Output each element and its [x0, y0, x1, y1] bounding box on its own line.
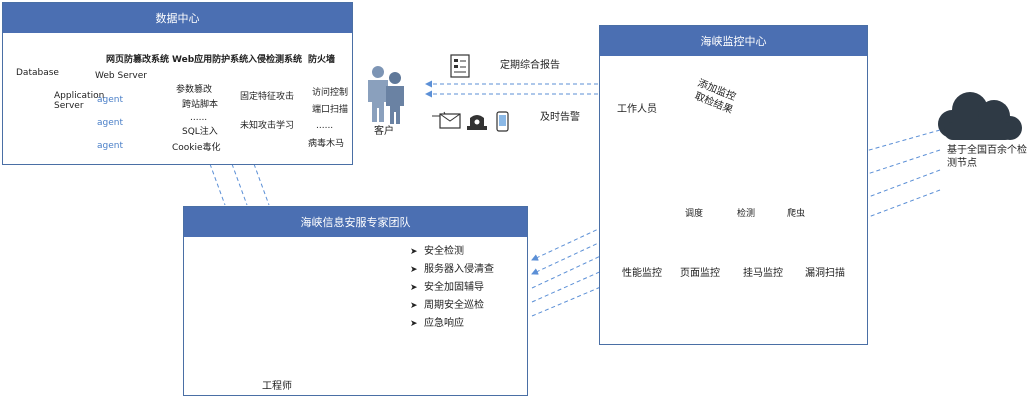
arrow-bullet-icon: ➤ [410, 283, 418, 293]
data-center-panel: 数据中心 [2, 2, 353, 165]
engine-label-detect: 检测 [737, 209, 756, 219]
nodes-label: 测节点 [947, 158, 977, 169]
waf-item: SQL注入 [182, 127, 218, 137]
expert-team-title: 海峡信息安服专家团队 [184, 207, 527, 237]
data-center-title: 数据中心 [3, 3, 352, 33]
ids-item: 固定特征攻击 [240, 92, 295, 102]
system-label-ids: 入侵检测系统 [248, 55, 303, 65]
engine-label-scheduler: 调度 [685, 209, 704, 219]
service-item: ➤安全检测 [410, 243, 494, 261]
waf-item: 参数篡改 [176, 85, 213, 95]
datacenter-team-links [209, 163, 270, 206]
nodes-label: 基于全国百余个检 [947, 145, 1027, 156]
alarm-icons [432, 111, 509, 132]
firewall-item: ...... [316, 121, 334, 131]
waf-item: Cookie毒化 [172, 143, 221, 153]
engineer-label: 工程师 [262, 381, 292, 392]
service-item: ➤应急响应 [410, 315, 494, 333]
application-server-label: Application Server [54, 91, 105, 111]
system-label-tamper: 网页防篡改系统 [106, 55, 170, 65]
agent-label: agent [97, 95, 123, 105]
expert-team-panel: 海峡信息安服专家团队 [183, 206, 528, 396]
monitor-label-page: 页面监控 [680, 268, 720, 279]
monitor-center-panel: 海峡监控中心 [599, 25, 868, 345]
agent-label: agent [97, 141, 123, 151]
firewall-item: 访问控制 [312, 88, 349, 98]
monitor-label-vuln: 漏洞扫描 [805, 268, 845, 279]
arrow-bullet-icon: ➤ [410, 265, 418, 275]
arrow-bullet-icon: ➤ [410, 247, 418, 257]
web-server-label: Web Server [95, 71, 147, 81]
service-item: ➤安全加固辅导 [410, 279, 494, 297]
system-label-firewall: 防火墙 [308, 55, 336, 65]
system-label-waf: Web应用防护系统 [172, 55, 249, 65]
report-label: 定期综合报告 [500, 60, 560, 71]
arrow-bullet-icon: ➤ [410, 319, 418, 329]
engine-label-crawler: 爬虫 [787, 209, 806, 219]
ids-item: 未知攻击学习 [240, 121, 295, 131]
waf-item: 跨站脚本 [182, 100, 219, 110]
client-people-icon [368, 66, 404, 124]
service-item: ➤服务器入侵清查 [410, 261, 494, 279]
alarm-label: 及时告警 [540, 112, 580, 123]
client-label: 客户 [374, 126, 394, 137]
waf-item: ...... [190, 113, 208, 123]
service-item: ➤周期安全巡检 [410, 297, 494, 315]
staff-label: 工作人员 [617, 104, 657, 115]
monitor-label-trojan: 挂马监控 [743, 268, 783, 279]
cloud-icon [938, 92, 1022, 140]
monitor-center-title: 海峡监控中心 [600, 26, 867, 56]
database-label: Database [16, 68, 59, 78]
agent-label: agent [97, 118, 123, 128]
arrow-bullet-icon: ➤ [410, 301, 418, 311]
client-arrows [425, 80, 612, 98]
firewall-item: 端口扫描 [312, 105, 349, 115]
service-list: ➤安全检测 ➤服务器入侵清查 ➤安全加固辅导 ➤周期安全巡检 ➤应急响应 [410, 243, 494, 333]
report-icon [450, 54, 470, 78]
firewall-item: 病毒木马 [308, 139, 345, 149]
monitor-label-performance: 性能监控 [622, 268, 662, 279]
